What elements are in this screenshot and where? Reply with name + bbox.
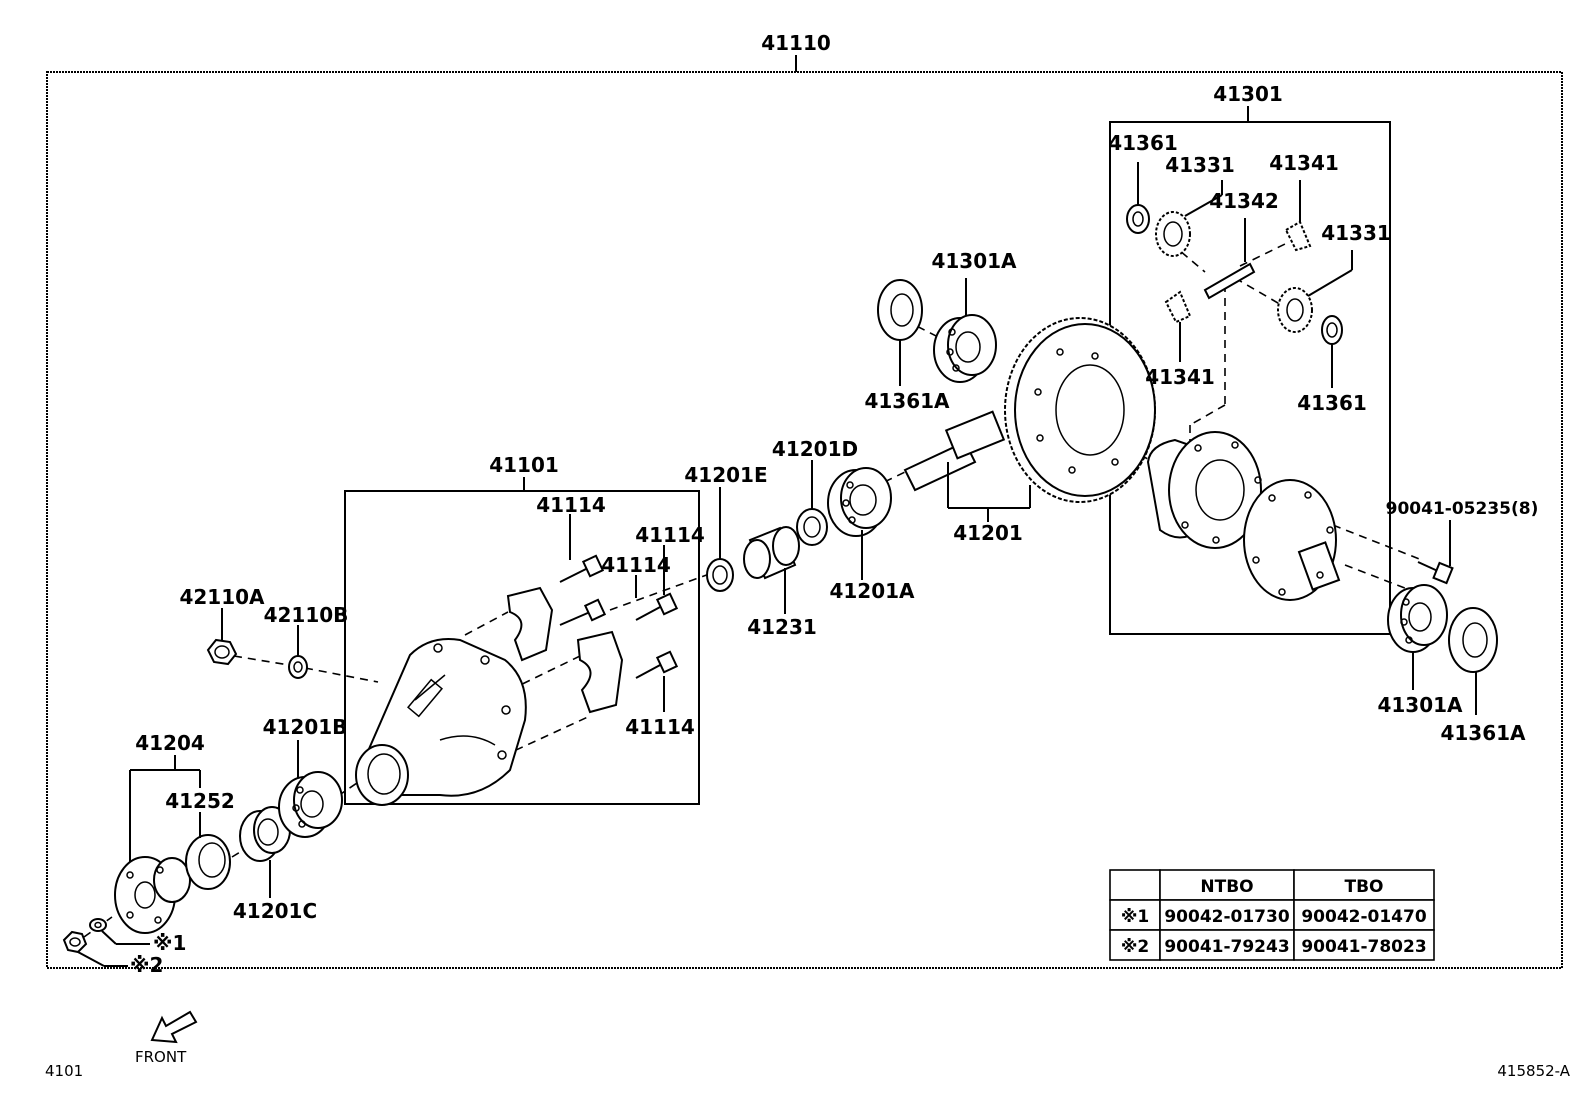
bolt-41114-b-part [559, 598, 607, 626]
carrier-housing-part [355, 638, 527, 806]
side-gear-41331-a-part [1155, 211, 1191, 257]
label-41342: 41342 [1209, 189, 1279, 213]
leader-lines [77, 162, 1477, 967]
footer-left-code: 4101 [45, 1062, 83, 1080]
bolt-41114-a-part [559, 554, 605, 583]
nut-42110a-part [206, 638, 238, 666]
outer-frame [46, 71, 1563, 969]
table-row1-key: ※1 [1121, 907, 1149, 927]
label-41101: 41101 [489, 453, 559, 477]
label-42110a: 42110A [179, 585, 265, 609]
bearing-41201a-part [827, 467, 892, 537]
diff-case-cover-part [1243, 479, 1341, 601]
label-41201: 41201 [953, 521, 1023, 545]
label-41204: 41204 [135, 731, 205, 755]
label-41201d: 41201D [772, 437, 858, 461]
label-41301: 41301 [1213, 82, 1283, 106]
bearing-41301a-top-part [933, 314, 997, 383]
bearing-41301a-bot-part [1387, 584, 1448, 653]
label-41341-a: 41341 [1269, 151, 1339, 175]
label-41114-a: 41114 [536, 493, 606, 517]
label-41201a: 41201A [829, 579, 915, 603]
companion-flange-part [114, 856, 191, 934]
label-41231: 41231 [747, 615, 817, 639]
washer-42110b-part [288, 655, 308, 679]
table-header-tbo: TBO [1344, 877, 1383, 897]
pinion-shaft-41342-part [1203, 262, 1256, 300]
label-41114-c: 41114 [635, 523, 705, 547]
label-90041: 90041-05235(8) [1386, 499, 1539, 519]
label-41361-a: 41361 [1108, 131, 1178, 155]
nut-part [62, 930, 88, 954]
label-41114-b: 41114 [601, 553, 671, 577]
bearing-cap-upper-part [506, 586, 554, 662]
washer-part [89, 918, 107, 932]
label-41361a-bot: 41361A [1440, 721, 1526, 745]
label-41341-b: 41341 [1145, 365, 1215, 389]
label-41114-d: 41114 [625, 715, 695, 739]
bearing-41201b-part [278, 771, 343, 838]
bolt-90041-part [1417, 561, 1454, 585]
label-note1: ※1 [153, 931, 186, 955]
carrier-subframe [344, 490, 700, 805]
label-41331-a: 41331 [1165, 153, 1235, 177]
table-header-ntbo: NTBO [1200, 877, 1253, 897]
thrust-washer-41361-b-part [1321, 315, 1343, 345]
bearing-41201c-part [239, 806, 291, 862]
ring-gear-part [1004, 317, 1156, 503]
spacer-41231-part [743, 526, 800, 580]
label-42110b: 42110B [264, 603, 349, 627]
bolt-41114-d-part [635, 650, 679, 679]
label-note2: ※2 [130, 953, 163, 977]
table-row1-tbo: 90042-01470 [1301, 907, 1427, 927]
table-row1-ntbo: 90042-01730 [1164, 907, 1290, 927]
table-row2-ntbo: 90041-79243 [1164, 937, 1289, 957]
pinion-shaft-part [903, 410, 1006, 492]
front-arrow-icon [150, 1010, 198, 1044]
label-41361-b: 41361 [1297, 391, 1367, 415]
label-41301a-top: 41301A [931, 249, 1017, 273]
thrust-washer-41361-a-part [1126, 204, 1150, 234]
variant-table: NTBO TBO ※1 90042-01730 90042-01470 ※2 9… [1109, 869, 1435, 961]
label-41201c: 41201C [233, 899, 317, 923]
label-41361a-top: 41361A [864, 389, 950, 413]
label-41201b: 41201B [263, 715, 348, 739]
side-gear-41331-b-part [1277, 287, 1313, 333]
table-row2-tbo: 90041-78023 [1301, 937, 1426, 957]
label-41201e: 41201E [684, 463, 767, 487]
bearing-cap-lower-part [576, 630, 624, 714]
pinion-gear-41341-b-part [1164, 290, 1192, 324]
bolt-41114-c-part [635, 592, 679, 621]
washer-41201d-part [796, 508, 828, 546]
washer-41361a-top-part [877, 279, 923, 341]
assembly-number: 41110 [761, 31, 831, 55]
label-41331-b: 41331 [1321, 221, 1391, 245]
label-41301a-bot: 41301A [1377, 693, 1463, 717]
oil-seal-part [185, 834, 231, 890]
pinion-gear-41341-a-part [1284, 220, 1312, 252]
footer-right-code: 415852-A [1497, 1062, 1570, 1080]
label-41252: 41252 [165, 789, 235, 813]
table-row2-key: ※2 [1121, 937, 1149, 957]
washer-41201e-part [706, 558, 734, 592]
washer-41361a-bot-part [1448, 607, 1498, 673]
front-label: FRONT [135, 1048, 187, 1066]
